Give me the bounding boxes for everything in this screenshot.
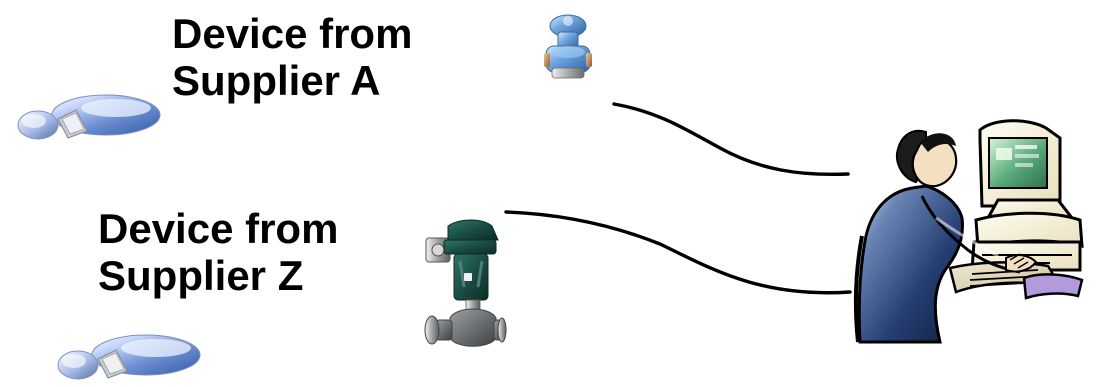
supplier-z-label-line-2: Supplier Z xyxy=(98,252,338,299)
supplier-a-label-line-1: Device from xyxy=(172,10,412,57)
connection-line-supplier-z xyxy=(506,212,850,293)
supplier-a-label-line-2: Supplier A xyxy=(172,57,412,104)
control-valve-icon xyxy=(420,214,506,358)
connection-line-supplier-a xyxy=(614,104,848,174)
usb-drive-icon xyxy=(10,86,160,150)
operator-workstation-icon xyxy=(844,114,1090,348)
supplier-a-label: Device from Supplier A xyxy=(172,10,412,104)
supplier-z-label: Device from Supplier Z xyxy=(98,205,338,299)
supplier-z-label-line-1: Device from xyxy=(98,205,338,252)
usb-drive-icon xyxy=(50,326,200,387)
pressure-transmitter-icon xyxy=(532,8,604,88)
